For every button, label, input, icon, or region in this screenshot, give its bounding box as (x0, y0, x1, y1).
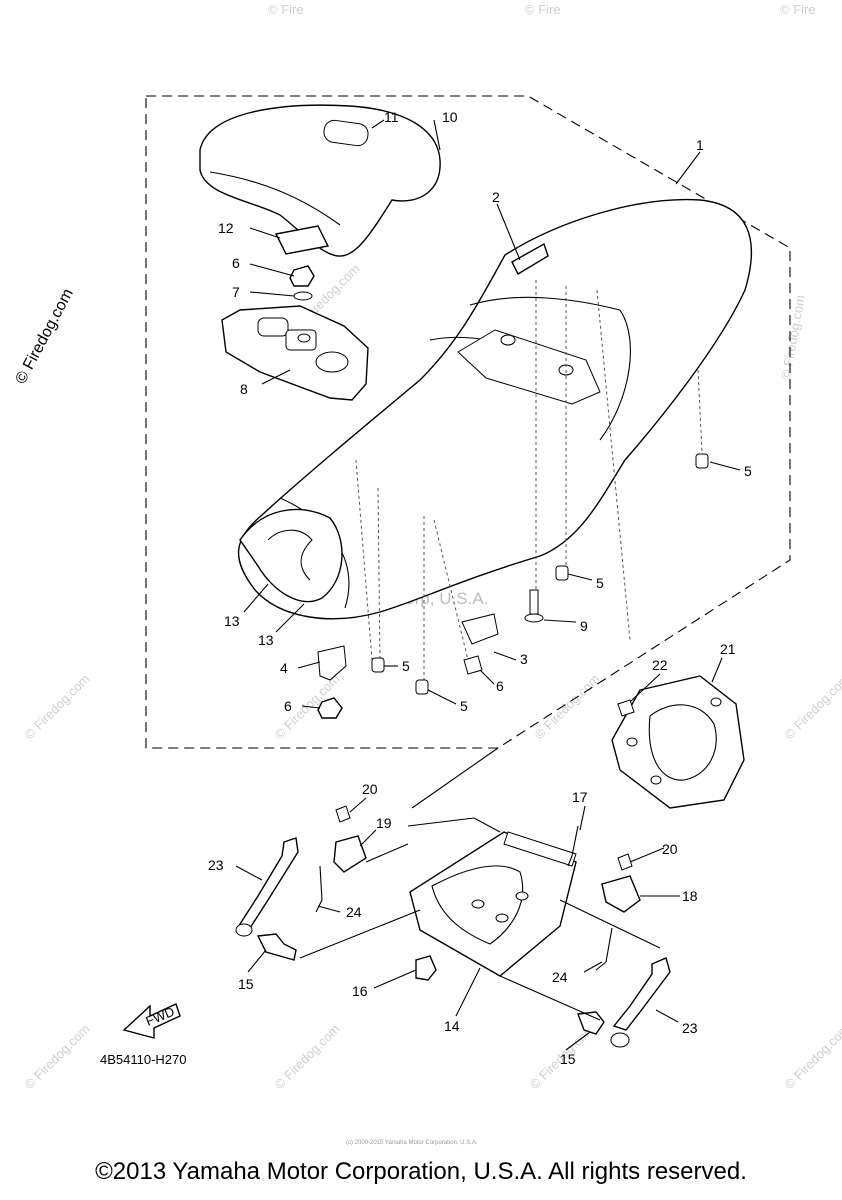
part-label-24: 24 (552, 969, 568, 985)
passenger-seat (199, 104, 441, 257)
part-label-15: 15 (560, 1051, 576, 1067)
diagram-code: 4B54110-H270 (100, 1052, 187, 1067)
part-label-20: 20 (662, 841, 678, 857)
hinge-hardware (315, 805, 641, 971)
part-label-18: 18 (682, 888, 698, 904)
part-label-14: 14 (444, 1018, 460, 1034)
watermark-text: © Firedog.com (782, 671, 842, 742)
part-label-20: 20 (362, 781, 378, 797)
pad-12 (274, 225, 330, 255)
watermark-text: © Firedog.com (782, 1021, 842, 1092)
fine-print: (c) 2000-2015 Yamaha Motor Corporation, … (346, 1140, 478, 1146)
part-label-13: 13 (224, 613, 240, 629)
part-label-7: 7 (232, 284, 240, 300)
part-label-10: 10 (442, 109, 458, 125)
part-label-22: 22 (652, 657, 668, 673)
part-label-11: 11 (384, 109, 399, 125)
part-label-5: 5 (402, 658, 410, 674)
assembly-boundary (145, 95, 791, 749)
part-label-8: 8 (240, 381, 248, 397)
part-label-5: 5 (744, 463, 752, 479)
watermark-text: © Fire (780, 2, 816, 17)
bracket-21 (611, 675, 745, 809)
dampers-23 (235, 837, 671, 1048)
watermark-text: © Firedog.com (778, 294, 808, 381)
part-label-13: 13 (258, 632, 274, 648)
watermark-text: © Firedog.com (532, 671, 603, 742)
seat-lock-plate (409, 831, 577, 977)
part-2-strap (511, 242, 549, 275)
fwd-arrow: FWD (122, 1003, 181, 1039)
part-label-5: 5 (596, 575, 604, 591)
part-label-6: 6 (232, 255, 240, 271)
part-label-6: 6 (496, 678, 504, 694)
part-label-6: 6 (284, 698, 292, 714)
part-label-23: 23 (208, 857, 224, 873)
part-label-1: 1 (696, 137, 704, 153)
nut-and-washer (289, 265, 315, 301)
part-label-12: 12 (218, 220, 234, 236)
part-label-5: 5 (460, 698, 468, 714)
watermark-text: © Fire (525, 2, 561, 17)
part-label-9: 9 (580, 618, 588, 634)
part-label-2: 2 (492, 189, 500, 205)
watermark-text: © Firedog.com (272, 1021, 343, 1092)
part-label-16: 16 (352, 983, 368, 999)
watermark-text: © Firedog.com (22, 1021, 93, 1092)
part-label-15: 15 (238, 976, 254, 992)
side-watermark: © Firedog.com (13, 286, 77, 387)
watermark-text: © Fire (268, 2, 304, 17)
part-label-4: 4 (280, 660, 288, 676)
seat-hardware (317, 453, 709, 719)
part-label-3: 3 (520, 651, 528, 667)
part-number-labels: 1 2 3 4 5 5 5 5 6 6 6 7 8 9 10 11 12 13 … (208, 109, 752, 1067)
guide-lines (355, 280, 703, 680)
part-label-17: 17 (572, 789, 588, 805)
bolts-15 (256, 933, 605, 1035)
part-label-19: 19 (376, 815, 392, 831)
copyright-notice: ©2013 Yamaha Motor Corporation, U.S.A. A… (95, 1158, 747, 1185)
grommet-16 (415, 955, 437, 981)
watermark-text: © Firedog.com (22, 671, 93, 742)
part-label-24: 24 (346, 904, 362, 920)
part-label-23: 23 (682, 1020, 698, 1036)
leader-lines (235, 119, 741, 1051)
part-label-21: 21 (720, 641, 736, 657)
main-seat (237, 198, 753, 620)
seat-bracket-plate (221, 305, 369, 401)
